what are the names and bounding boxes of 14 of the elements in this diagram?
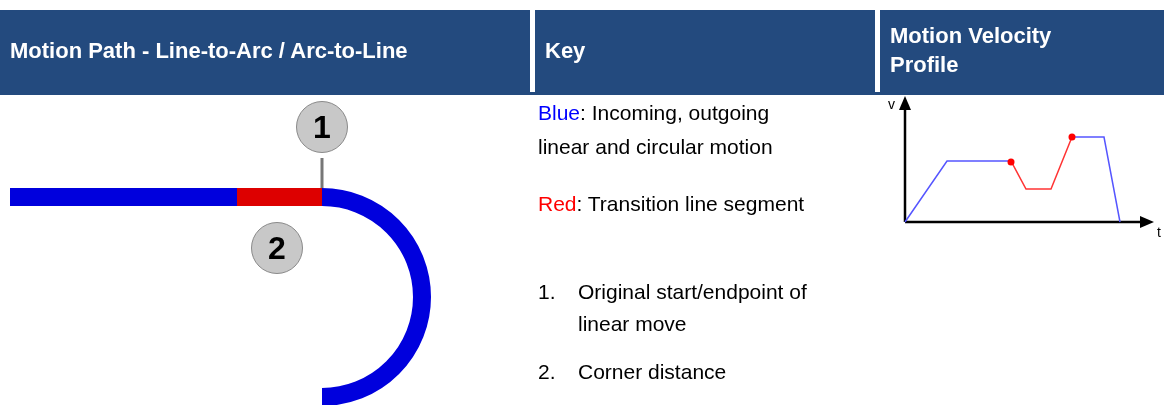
key-text: Original start/endpoint of linear move bbox=[578, 279, 808, 337]
key-text: Blue: Incoming, outgoing linear and circular motion bbox=[538, 100, 774, 160]
key-text: Corner distance bbox=[578, 359, 727, 385]
axis-label: v bbox=[888, 96, 895, 112]
axis-label: t bbox=[1157, 224, 1161, 240]
key-text: Red: Transition line segment bbox=[538, 191, 806, 217]
callout-number: 1 bbox=[296, 101, 348, 153]
column-header: Motion Path - Line-to-Arc / Arc-to-Line bbox=[0, 10, 530, 92]
leader-line bbox=[320, 158, 324, 188]
list-number: 2. bbox=[538, 359, 557, 385]
list-number: 1. bbox=[538, 279, 557, 305]
motion-path-drawing bbox=[10, 188, 431, 405]
column-header: Motion Velocity Profile bbox=[880, 10, 1164, 92]
column-header: Key bbox=[535, 10, 875, 92]
